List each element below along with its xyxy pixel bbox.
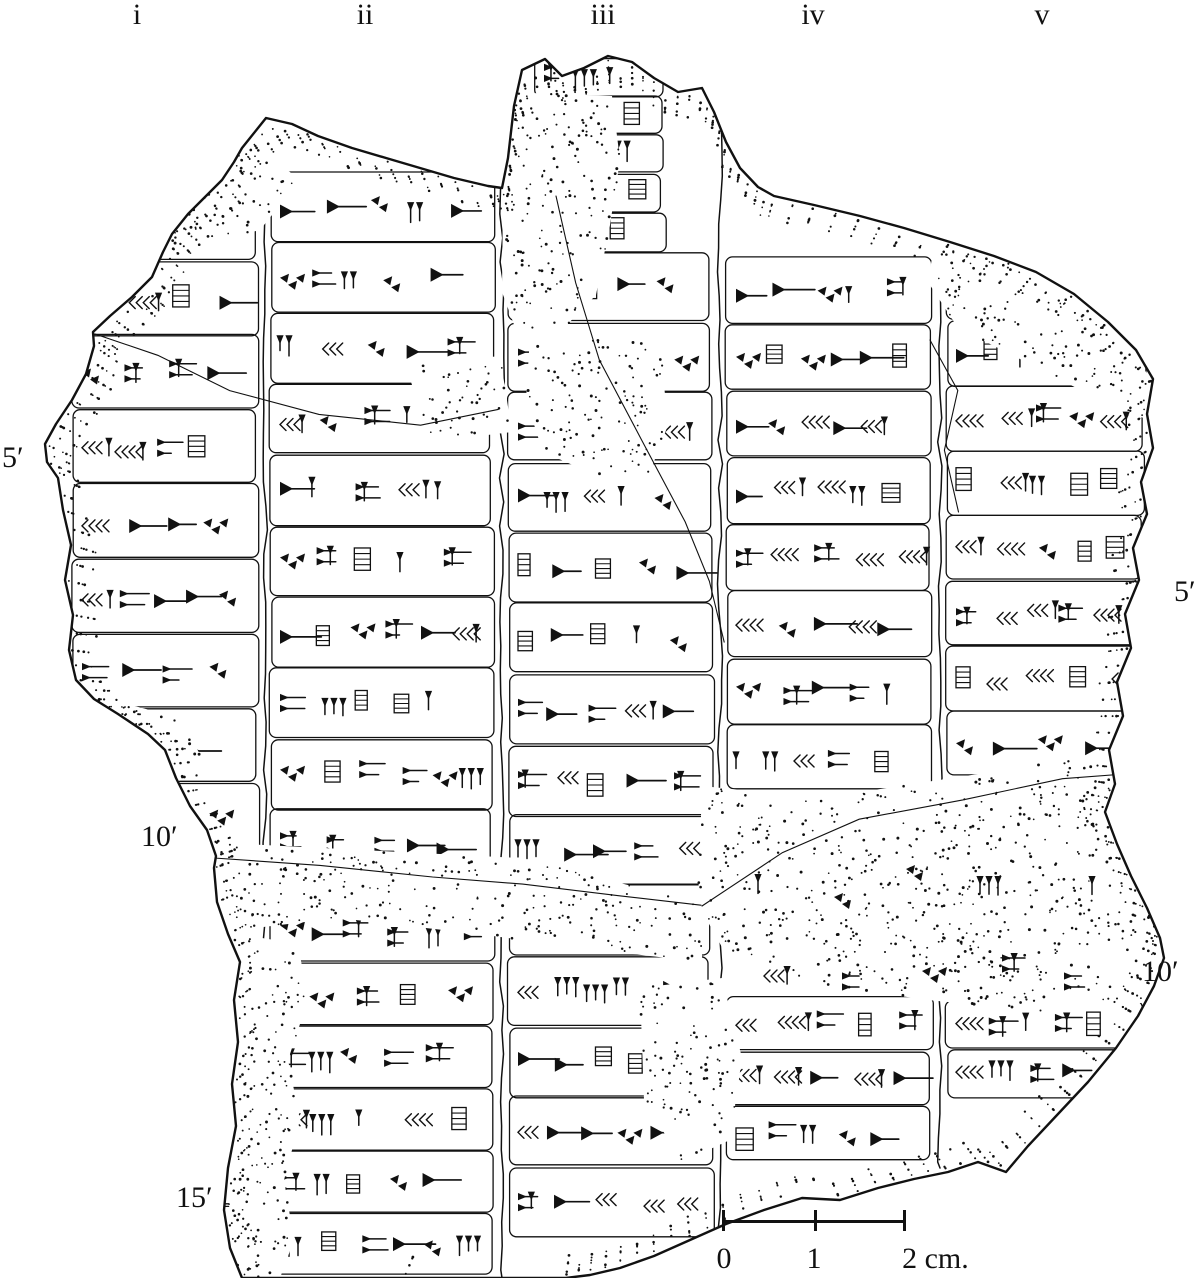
line-marker-right-5: 5′ [1174,575,1196,608]
scale-bar-tick-2 [903,1210,906,1231]
line-marker-left-10: 10′ [141,820,178,853]
column-label-v: v [1034,0,1050,31]
column-label-i: i [132,0,142,31]
scale-bar-tick-0 [722,1210,725,1231]
scale-label-0: 0 [716,1242,732,1275]
scale-label-2: 2 cm. [902,1242,969,1275]
scale-bar: 0 1 2 cm. [717,1206,969,1275]
line-marker-right-10: 10′ [1142,955,1179,988]
line-marker-left-15: 15′ [176,1181,213,1214]
column-label-iv: iv [801,0,825,31]
column-label-iii: iii [590,0,616,31]
scale-label-1: 1 [806,1242,822,1275]
scale-bar-tick-1 [814,1210,817,1231]
column-label-ii: ii [356,0,374,31]
line-marker-left-5: 5′ [2,441,24,474]
